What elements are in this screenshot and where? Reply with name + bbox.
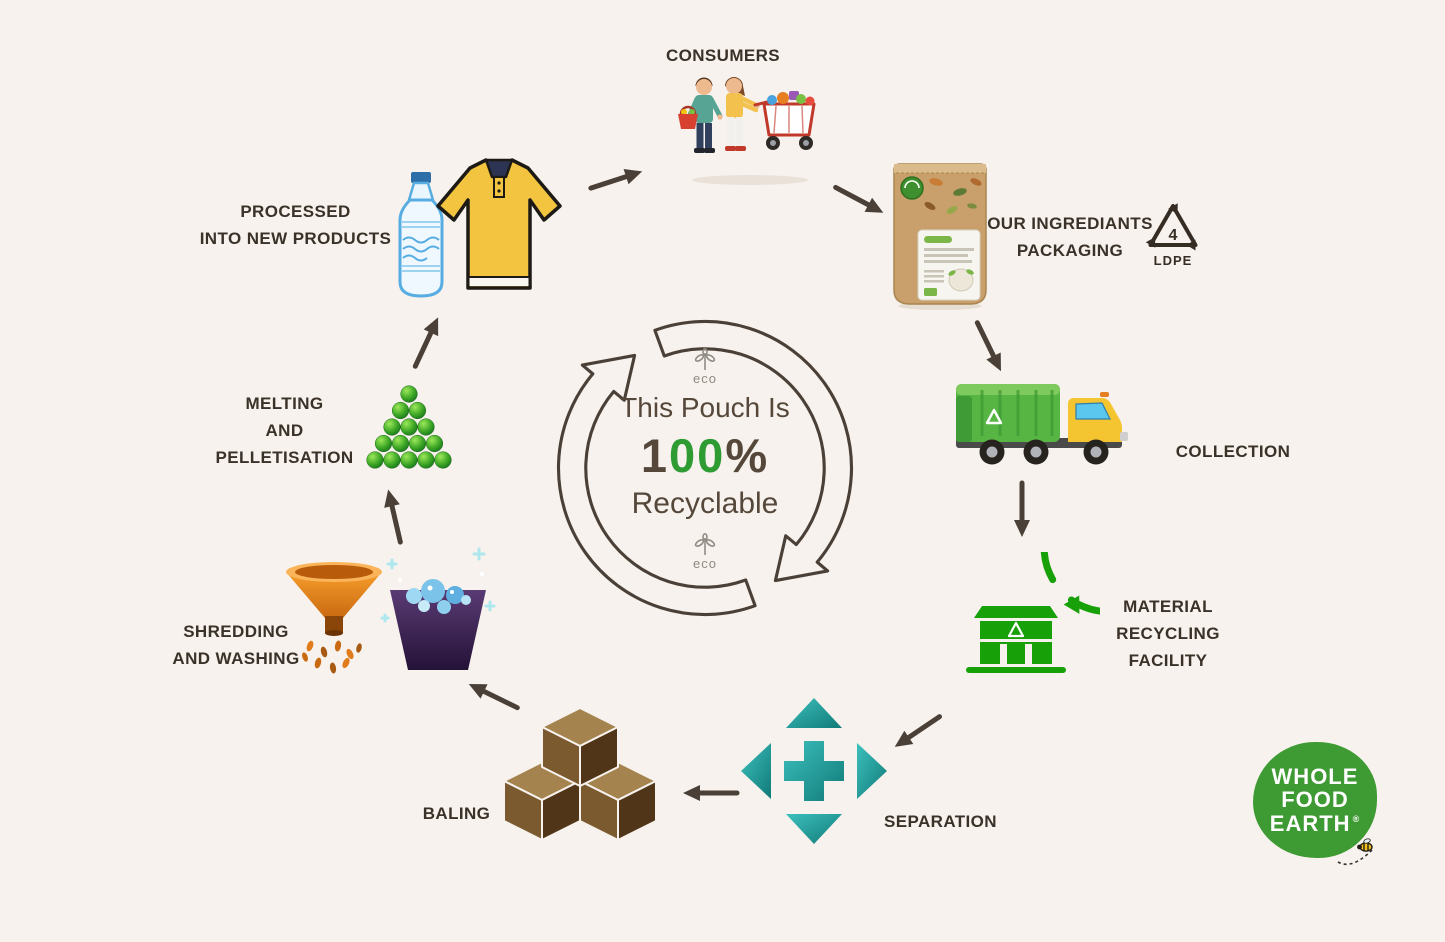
label-separation: SEPARATION — [884, 812, 997, 831]
eco-leaf-icon — [694, 348, 716, 370]
label-processed: PROCESSED INTO NEW PRODUCTS — [199, 202, 392, 249]
flow-arrow-packaging-to-collection-icon — [965, 315, 1013, 379]
percent-prefix: 1 — [640, 429, 670, 482]
registered-mark: ® — [1352, 814, 1361, 825]
cycle-arrows-icon — [556, 319, 854, 617]
ldpe-label: LDPE — [1154, 253, 1193, 268]
logo-line-1: WHOLE — [1271, 764, 1359, 790]
flow-arrow-consumers-to-packaging-icon — [827, 175, 891, 224]
logo-line-2: FOOD — [1281, 787, 1349, 813]
washing-basin-icon — [380, 547, 496, 670]
label-material-recycling-facility: MATERIAL RECYCLING FACILITY — [1116, 597, 1220, 671]
brand-logo: WHOLE FOOD EARTH® — [1253, 742, 1377, 858]
ldpe-code: 4 — [1169, 227, 1178, 244]
label-packaging: OUR INGREDIANTS PACKAGING — [987, 214, 1153, 261]
consumers-illustration — [678, 77, 816, 185]
logo-earth-text: EARTH — [1269, 810, 1351, 836]
bottle-icon — [398, 172, 444, 298]
separation-icon — [741, 698, 887, 844]
flow-arrow-facility-to-separation-icon — [886, 705, 949, 758]
flow-arrow-products-to-consumers-icon — [584, 159, 648, 200]
label-collection: COLLECTION — [1175, 442, 1291, 461]
label-melting-pelletisation: MELTING AND PELLETISATION — [215, 394, 354, 468]
eco-top: eco — [692, 348, 718, 386]
center-percent: 100% — [641, 428, 769, 483]
eco-bottom: eco — [692, 533, 718, 571]
eco-label: eco — [693, 371, 717, 386]
center-line1: This Pouch Is — [620, 392, 790, 423]
flow-arrow-baling-to-shredding-icon — [461, 672, 525, 720]
garbage-truck-icon — [956, 384, 1128, 465]
eco-label: eco — [693, 556, 717, 571]
label-consumers: CONSUMERS — [665, 46, 781, 65]
label-baling: BALING — [422, 804, 491, 823]
flow-arrow-melting-to-products-icon — [403, 310, 450, 375]
center-text-block: eco This Pouch Is 100% Recyclable eco — [575, 348, 835, 571]
flow-arrow-separation-to-baling-icon — [680, 781, 740, 805]
percent-zeros: 00 — [669, 429, 726, 482]
ldpe-recycling-symbol-icon: 4 LDPE — [1145, 203, 1198, 268]
pellets-icon — [366, 385, 452, 469]
recycling-facility-icon — [966, 552, 1100, 673]
center-line3: Recyclable — [631, 487, 779, 520]
baling-cubes-icon — [503, 707, 657, 841]
flow-arrow-washing-to-melting-icon — [376, 484, 413, 548]
pouch-icon — [893, 163, 987, 310]
tshirt-icon — [436, 158, 562, 290]
flow-arrow-collection-to-facility-icon — [1010, 480, 1034, 540]
bee-icon — [1337, 838, 1373, 866]
logo-line-3: EARTH® — [1269, 810, 1361, 836]
eco-leaf-icon — [694, 533, 716, 555]
percent-suffix: % — [725, 429, 770, 482]
label-shredding-washing: SHREDDING AND WASHING — [172, 622, 300, 669]
shredding-funnel-icon — [286, 562, 382, 674]
